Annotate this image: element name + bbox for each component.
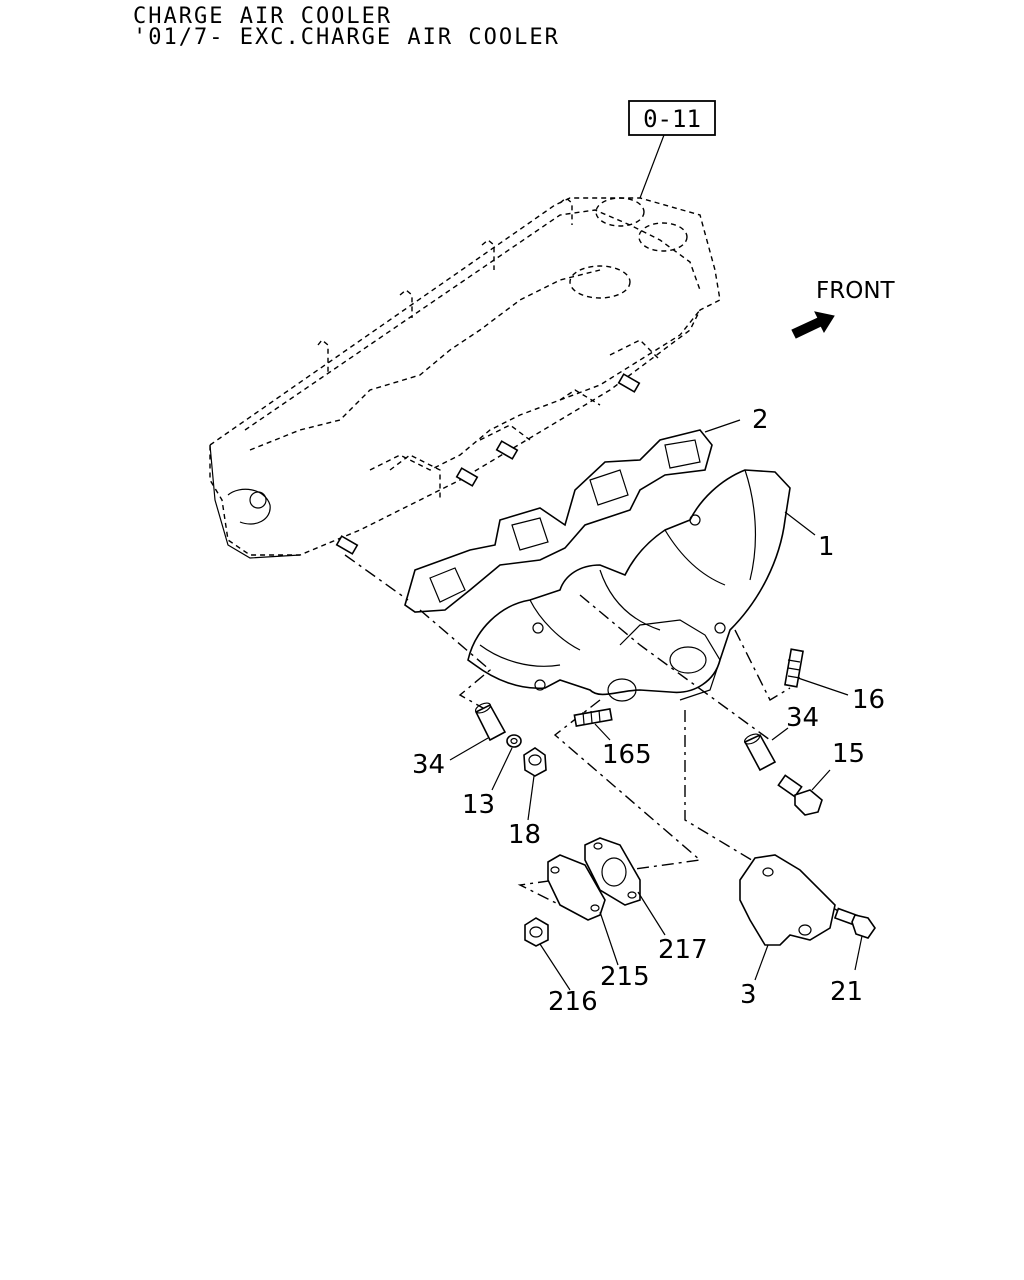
nut-216[interactable] <box>524 917 549 947</box>
leader-3 <box>754 944 769 981</box>
leader-217 <box>637 891 666 936</box>
callout-13: 13 <box>462 790 495 820</box>
dowel-34-left[interactable] <box>474 701 507 742</box>
exhaust-gasket[interactable] <box>404 429 713 613</box>
leader-13 <box>491 747 513 791</box>
bolt-15[interactable] <box>777 774 823 816</box>
callout-21: 21 <box>830 977 863 1007</box>
callout-165: 165 <box>602 740 652 770</box>
callout-15: 15 <box>832 739 865 769</box>
exhaust-manifold[interactable] <box>467 469 791 702</box>
washer-13[interactable] <box>506 734 522 748</box>
callout-217: 217 <box>658 935 708 965</box>
stud-165[interactable] <box>573 708 613 727</box>
leader-15 <box>811 769 831 791</box>
front-label: FRONT <box>816 278 896 304</box>
leader-16 <box>797 677 849 696</box>
callout-216: 216 <box>548 987 598 1017</box>
callout-215: 215 <box>600 962 650 992</box>
nut-18[interactable] <box>523 747 547 777</box>
flange-215[interactable] <box>547 854 606 921</box>
reference-box-label: 0-11 <box>643 105 701 133</box>
leader-34-left <box>449 737 489 761</box>
leader-1 <box>784 511 816 536</box>
callout-2: 2 <box>752 405 769 435</box>
reference-leader <box>639 134 665 199</box>
callout-34-right: 34 <box>786 703 819 733</box>
leader-215 <box>599 911 619 966</box>
leader-34-right <box>771 727 789 741</box>
header-line-1: CHARGE AIR COOLER <box>133 4 393 29</box>
callout-1: 1 <box>818 532 835 562</box>
stud-16[interactable] <box>784 648 804 688</box>
front-arrow-icon <box>791 311 835 339</box>
header-line-2: '01/7- EXC.CHARGE AIR COOLER <box>133 25 560 50</box>
callout-18: 18 <box>508 820 541 850</box>
bracket-3[interactable] <box>739 854 836 946</box>
dowel-34-right[interactable] <box>743 732 777 772</box>
leader-18 <box>527 775 535 821</box>
leader-216 <box>539 943 571 991</box>
gasket-217[interactable] <box>584 837 641 906</box>
callout-3: 3 <box>740 980 757 1010</box>
assembly-lines <box>344 554 846 916</box>
reference-box[interactable]: 0-11 <box>628 100 716 136</box>
callout-34-left: 34 <box>412 750 445 780</box>
leader-165 <box>594 723 611 741</box>
callout-16: 16 <box>852 685 885 715</box>
leader-21 <box>854 935 863 971</box>
leader-2 <box>704 419 741 433</box>
cylinder-head <box>209 197 721 559</box>
bolt-21[interactable] <box>833 907 876 939</box>
